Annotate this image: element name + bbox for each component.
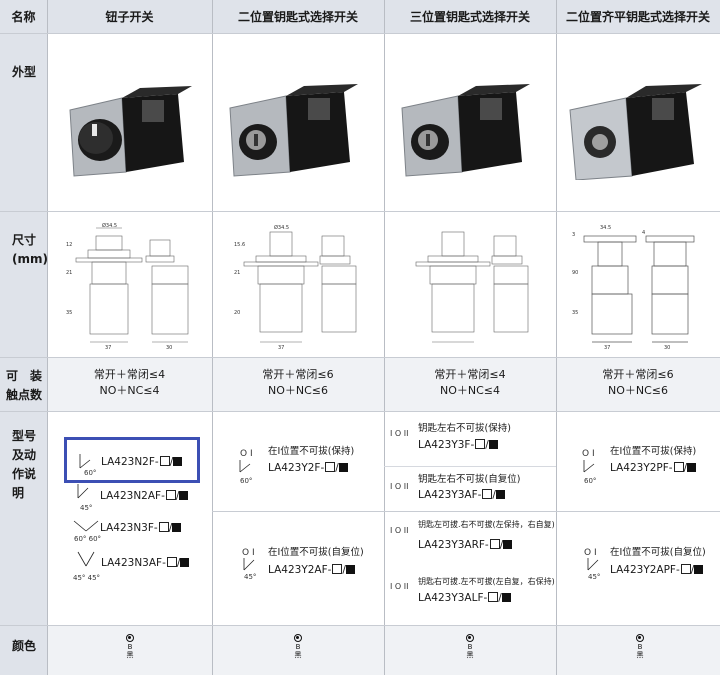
model-y2pf-desc: 在I位置不可拔(保持) — [610, 446, 697, 457]
row-label-model: 型号 及动 作说 明 — [0, 411, 47, 625]
svg-text:21: 21 — [234, 270, 240, 276]
svg-text:37: 37 — [604, 345, 610, 350]
header-toggle-switch: 钮子开关 — [47, 0, 212, 33]
contacts-row-bg — [47, 357, 720, 411]
model-n3f: LA423N3F-/ — [100, 521, 182, 535]
model-n3af: LA423N3AF-/ — [101, 556, 190, 570]
model-y2af: LA423Y2AF-/ — [268, 563, 355, 577]
svg-text:37: 37 — [105, 345, 111, 350]
selection-highlight — [64, 437, 200, 483]
row-label-appearance: 外型 — [0, 33, 47, 211]
row-label-contacts: 可 装 触点数 — [0, 357, 47, 411]
toggle-3pos-60-symbol — [73, 520, 99, 532]
model-y3arf-desc: 钥匙左可拔.右不可拔(左保持，右自复) — [418, 520, 555, 529]
model-y2apf-desc: 在I位置不可拔(自复位) — [610, 547, 706, 558]
model-y3alf-positions: I O II — [390, 582, 409, 591]
black-dot-icon — [126, 634, 134, 642]
model-y2f-desc: 在I位置不可拔(保持) — [268, 446, 355, 457]
header-two-position-key: 二位置钥匙式选择开关 — [212, 0, 384, 33]
toggle-3pos-45-symbol — [77, 551, 95, 567]
model-n2af: LA423N2AF-/ — [100, 489, 189, 503]
model-y2pf-positions: O I — [582, 449, 595, 459]
svg-text:Ø34.5: Ø34.5 — [274, 224, 289, 231]
svg-text:4: 4 — [642, 230, 645, 236]
flush-key-45-symbol — [587, 558, 599, 571]
model-y2af-desc: 在I位置不可拔(自复位) — [268, 547, 364, 558]
model-n3af-angle: 45° 45° — [73, 574, 101, 582]
black-dot-icon — [466, 634, 474, 642]
row-label-color: 颜色 — [0, 625, 47, 675]
model-y2af-angle: 45° — [244, 573, 257, 581]
header-flush-key: 二位置齐平钥匙式选择开关 — [556, 0, 720, 33]
header-three-position-key: 三位置钥匙式选择开关 — [384, 0, 556, 33]
svg-text:21: 21 — [66, 270, 72, 276]
model-n2af-angle: 45° — [80, 504, 93, 512]
flush-key-dimension-drawing: 34.5 37 30 3 90 35 4 — [572, 225, 695, 350]
model-y3f-desc: 钥匙左右不可拔(保持) — [418, 423, 511, 434]
row-label-dimension: 尺寸 (mm) — [0, 211, 48, 357]
model-y3arf-positions: I O II — [390, 526, 409, 535]
two-position-key-photo — [229, 84, 358, 177]
model-y2f: LA423Y2F-/ — [268, 461, 348, 475]
model-y3af: LA423Y3AF-/ — [418, 488, 505, 502]
model-y3f: LA423Y3F-/ — [418, 438, 498, 452]
svg-text:20: 20 — [234, 310, 240, 316]
three-position-key-dimension-drawing — [415, 231, 529, 343]
model-y3f-positions: I O II — [390, 429, 409, 438]
two-position-key-dimension-drawing: Ø34.5 37 15.6 21 20 — [234, 224, 357, 350]
svg-text:90: 90 — [572, 270, 578, 276]
toggle-60-symbol — [79, 454, 91, 469]
svg-text:35: 35 — [66, 310, 72, 316]
model-y2apf: LA423Y2APF-/ — [610, 563, 704, 577]
model-n2f-angle: 60° — [84, 469, 97, 477]
svg-text:12: 12 — [66, 242, 72, 248]
svg-text:30: 30 — [166, 345, 172, 350]
model-y2pf: LA423Y2PF-/ — [610, 461, 697, 475]
toggle-switch-dimension-drawing: Ø34.5 37 30 12 21 35 — [66, 222, 189, 350]
black-dot-icon — [294, 634, 302, 642]
model-y2pf-angle: 60° — [584, 477, 597, 485]
svg-text:34.5: 34.5 — [600, 225, 611, 231]
svg-text:30: 30 — [664, 345, 670, 350]
svg-text:Ø34.5: Ø34.5 — [102, 222, 117, 229]
black-dot-icon — [636, 634, 644, 642]
svg-text:3: 3 — [572, 232, 575, 238]
model-n2f: LA423N2F-/ — [101, 455, 183, 469]
model-y2apf-angle: 45° — [588, 573, 601, 581]
toggle-switch-photo — [69, 86, 192, 177]
color-row-bg — [47, 625, 720, 675]
key-60-symbol — [239, 460, 251, 473]
flush-key-60-symbol — [583, 460, 595, 473]
svg-text:37: 37 — [278, 345, 284, 350]
header-name: 名称 — [0, 0, 47, 33]
model-y2af-positions: O I — [242, 548, 255, 558]
model-y3alf: LA423Y3ALF-/ — [418, 591, 511, 605]
three-position-key-photo — [401, 84, 530, 177]
toggle-45-symbol — [77, 484, 89, 499]
model-n3f-angle: 60° 60° — [74, 535, 102, 543]
model-y2apf-positions: O I — [584, 548, 597, 558]
model-y3af-positions: I O II — [390, 482, 409, 491]
key-45-symbol — [243, 558, 255, 571]
flush-key-photo — [569, 84, 702, 180]
svg-text:35: 35 — [572, 310, 578, 316]
svg-text:15.6: 15.6 — [234, 242, 245, 248]
model-y2f-positions: O I — [240, 449, 253, 459]
model-y2f-angle: 60° — [240, 477, 253, 485]
model-y3alf-desc: 钥匙右可拔.左不可拔(左自复，右保持) — [418, 577, 555, 586]
model-y3af-desc: 钥匙左右不可拔(自复位) — [418, 474, 521, 485]
model-y3arf: LA423Y3ARF-/ — [418, 538, 513, 552]
